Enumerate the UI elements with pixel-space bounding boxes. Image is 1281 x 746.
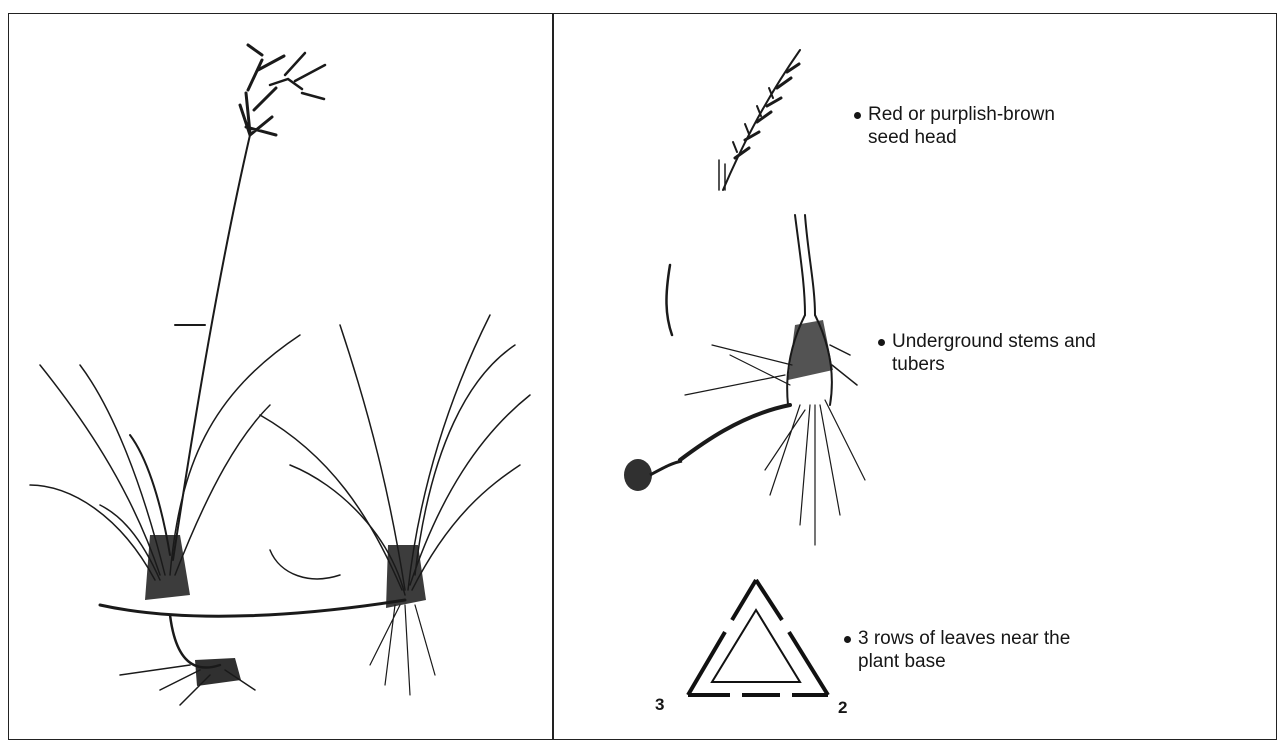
panel-divider — [552, 13, 554, 740]
underground-note: Underground stems and tubers — [892, 330, 1192, 376]
underground-stems-illustration — [610, 205, 880, 565]
whole-plant-illustration — [10, 15, 550, 737]
bullet-icon — [854, 112, 861, 119]
triangle-diagram — [670, 570, 845, 720]
rows-note: 3 rows of leaves near the plant base — [858, 627, 1178, 673]
triangle-label-2: 2 — [838, 698, 847, 718]
seed-head-note: Red or purplish-brown seed head — [868, 103, 1168, 149]
seed-head-text: Red or purplish-brown seed head — [868, 104, 1055, 148]
underground-text: Underground stems and tubers — [892, 331, 1096, 375]
rows-text: 3 rows of leaves near the plant base — [858, 628, 1070, 672]
triangle-label-3: 3 — [655, 695, 664, 715]
seed-head-illustration — [705, 40, 815, 200]
bullet-icon — [878, 339, 885, 346]
bullet-icon — [844, 636, 851, 643]
